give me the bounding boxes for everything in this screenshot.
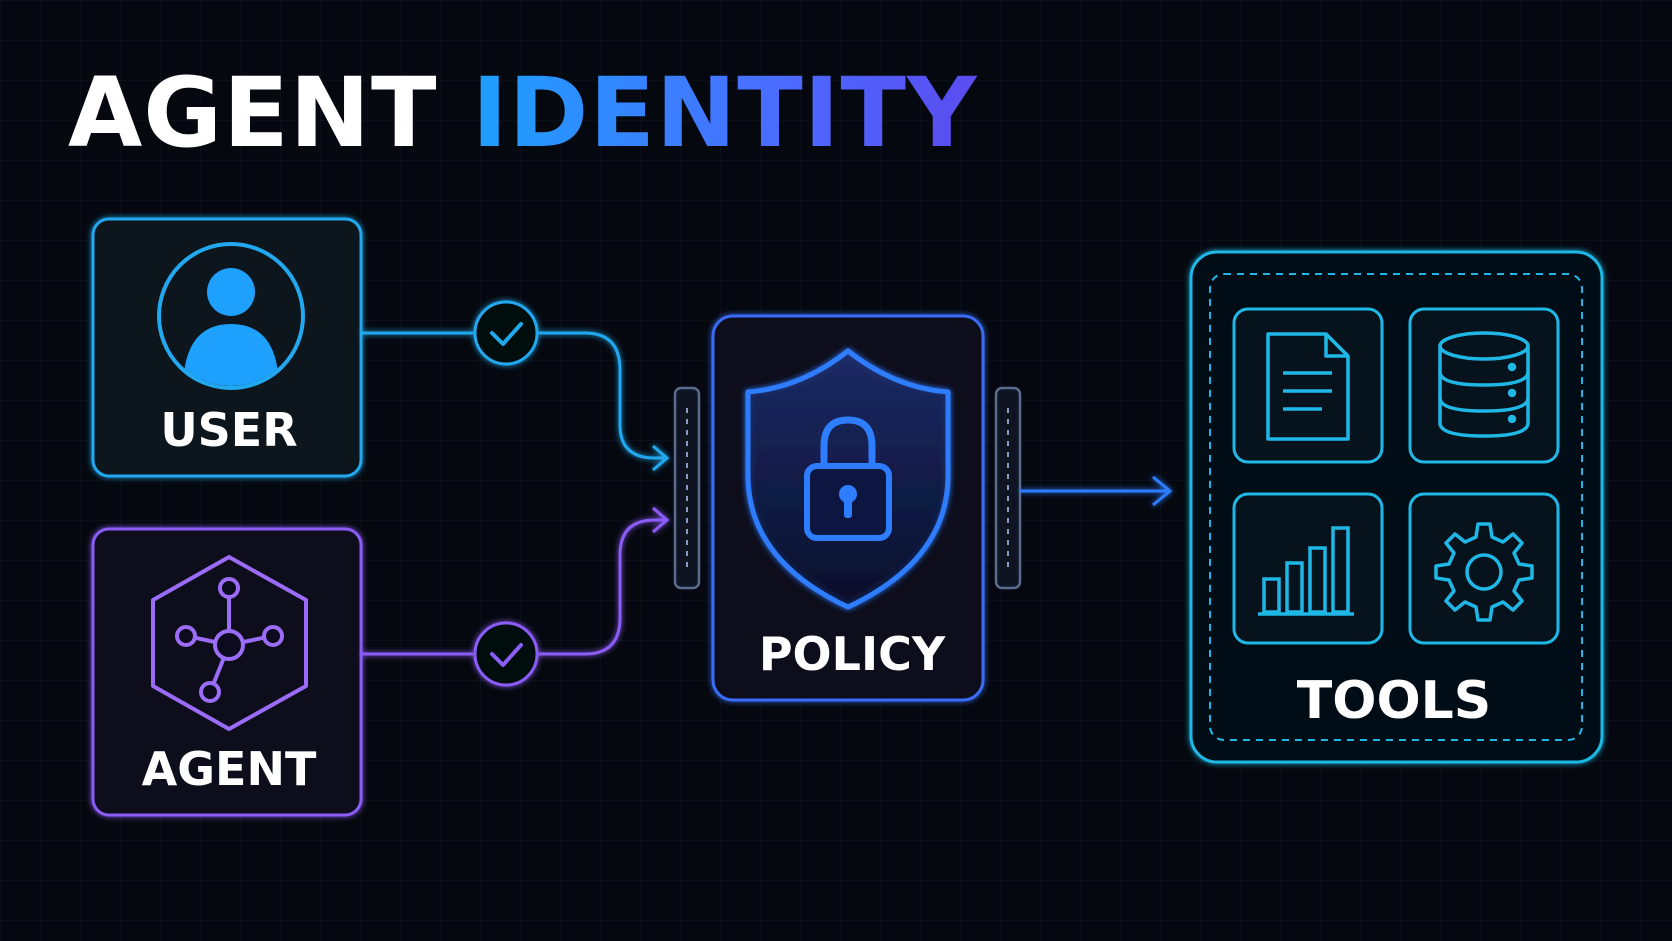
tools-panel[interactable]: TOOLS — [1189, 250, 1604, 764]
user-card[interactable]: USER — [91, 217, 363, 478]
tools-label: TOOLS — [1297, 671, 1491, 731]
user-label: USER — [160, 403, 297, 457]
policy-card[interactable]: POLICY — [711, 314, 985, 702]
user-check-icon — [473, 300, 539, 366]
policy-tools-connector — [1020, 475, 1173, 507]
title-word-agent: AGENT — [68, 57, 438, 169]
tool-settings-tile[interactable] — [1408, 492, 1560, 645]
title-word-identity: IDENTITY — [471, 57, 978, 169]
page-title: AGENT IDENTITY — [68, 56, 977, 171]
shield-lock-icon — [745, 348, 951, 610]
bar-chart-icon — [1258, 526, 1354, 616]
document-icon — [1266, 332, 1350, 441]
gear-icon — [1434, 522, 1534, 622]
user-connector — [361, 331, 670, 472]
agent-check-icon — [473, 621, 539, 687]
policy-gate-right — [994, 386, 1022, 590]
user-avatar-icon — [157, 242, 305, 390]
tool-database-tile[interactable] — [1408, 307, 1560, 464]
agent-connector — [361, 506, 670, 656]
agent-card[interactable]: AGENT — [91, 527, 363, 817]
policy-gate-left — [673, 386, 701, 590]
policy-label: POLICY — [759, 627, 946, 681]
network-hexagon-icon — [151, 555, 308, 731]
tool-document-tile[interactable] — [1232, 307, 1384, 464]
agent-label: AGENT — [142, 742, 317, 796]
tool-chart-tile[interactable] — [1232, 492, 1384, 645]
database-icon — [1438, 331, 1530, 438]
